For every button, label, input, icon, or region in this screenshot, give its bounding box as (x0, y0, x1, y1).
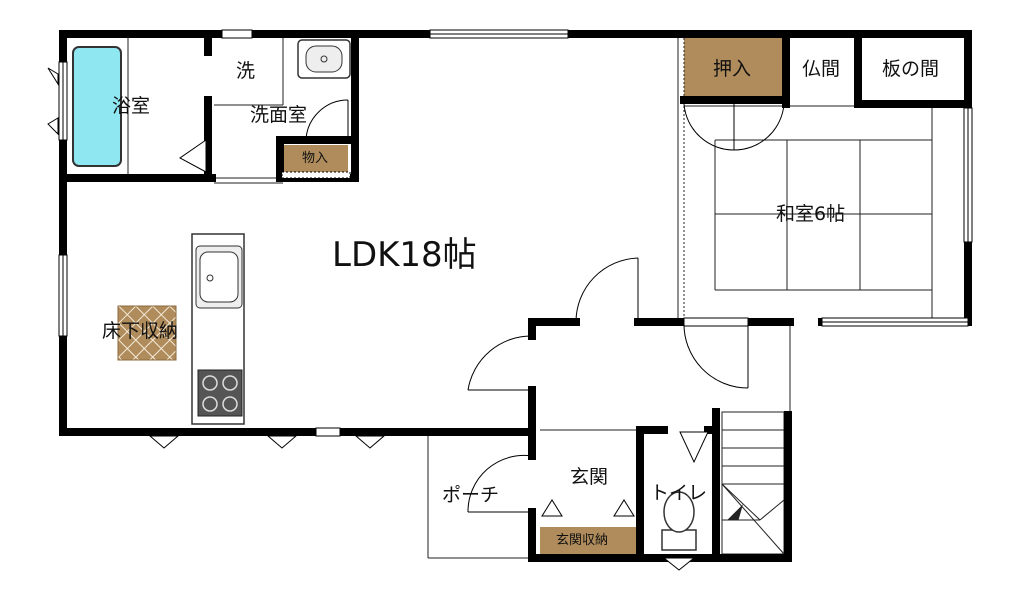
toilet-label: トイレ (650, 482, 708, 504)
bathtub-icon (72, 46, 122, 167)
underfloor-storage-label: 床下収納 (102, 320, 179, 342)
oshiire-label: 押入 (713, 58, 752, 80)
entrance-label: 玄関 (570, 466, 609, 488)
kitchen-counter-icon (191, 233, 245, 425)
ldk-label: LDK18帖 (332, 235, 477, 275)
washitsu-label: 和室6帖 (776, 203, 846, 225)
underfloor-storage-fill (117, 305, 177, 361)
storage-small-label: 物入 (302, 151, 329, 166)
butsuma-label: 仏間 (802, 58, 841, 80)
itanoma-label: 板の間 (882, 58, 940, 80)
entrance-storage-label: 玄関収納 (556, 533, 609, 548)
entrance-storage-fill (540, 527, 636, 555)
washroom-label: 洗面室 (250, 104, 308, 126)
wash-basin-icon (297, 39, 351, 79)
oshiire-fill (684, 38, 784, 100)
toilet-bowl-icon (661, 491, 697, 551)
storage-small-fill (284, 145, 348, 173)
porch-label: ポーチ (442, 484, 500, 506)
wash-machine-label: 洗 (236, 60, 256, 82)
bath-label: 浴室 (112, 95, 151, 117)
